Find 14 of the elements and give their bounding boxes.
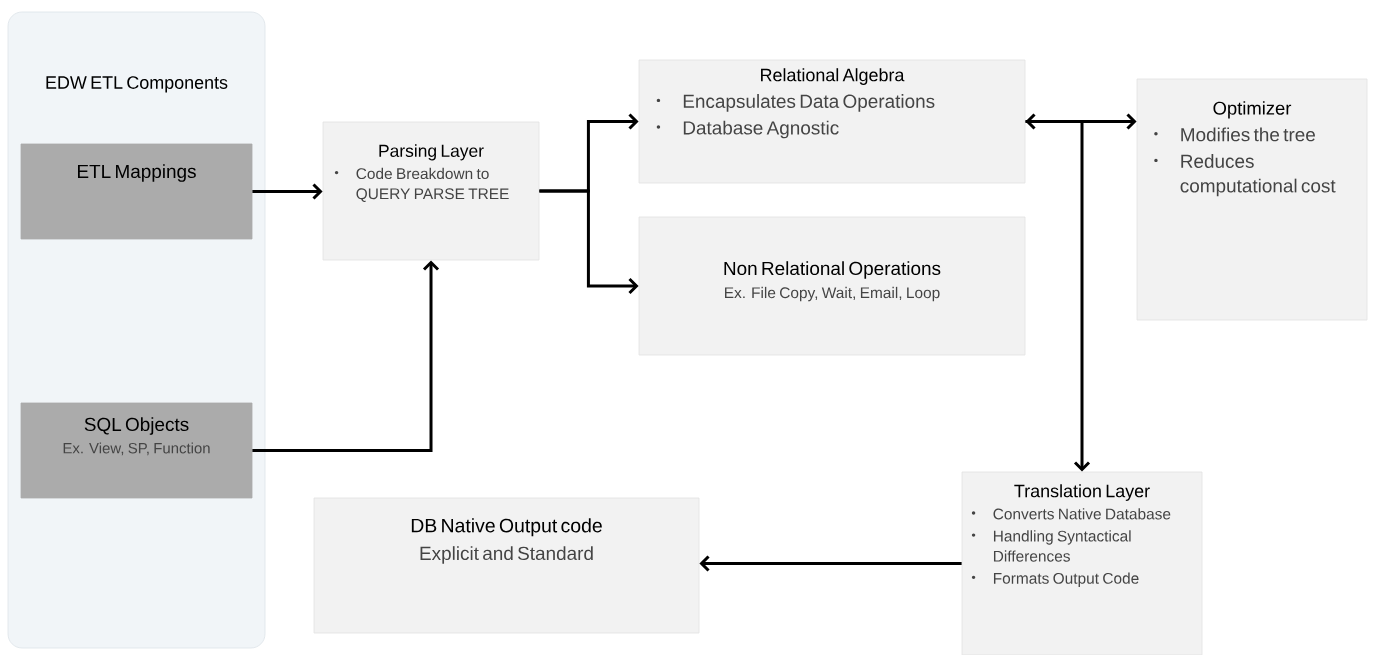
arrow [1025, 113, 1137, 130]
arrow [1025, 120, 1091, 472]
process-box: Non Relational Operations Ex. File Copy, Wait, Email, Loop [638, 216, 1026, 356]
component-box: SQL Objects Ex. View, SP, Function [20, 402, 253, 499]
process-box: Translation Layer Converts Native Database Handling Syntactical Differences Formats Output Code [961, 471, 1203, 655]
arrow [252, 260, 440, 452]
output-box: DB Native Output code Explicit and Standard [313, 497, 700, 634]
process-box: Optimizer Modifies the tree Reduces computational cost [1136, 78, 1368, 321]
arrow [699, 555, 962, 572]
arrow [252, 183, 323, 200]
process-box: Relational Algebra Encapsulates Data Operations Database Agnostic [638, 59, 1026, 184]
process-box: Parsing Layer Code Breakdown to QUERY PARSE TREE [322, 121, 540, 261]
component-box: ETL Mappings [20, 143, 253, 240]
arrow [539, 189, 639, 295]
